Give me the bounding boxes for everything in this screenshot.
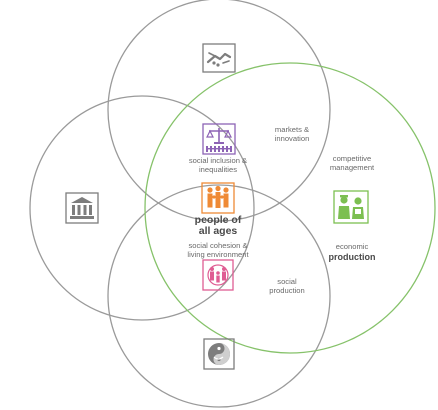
social-production-label-line1: social: [277, 277, 297, 286]
inclusion-label-line1: social inclusion &: [189, 156, 247, 165]
markets-label-line2: innovation: [275, 134, 310, 143]
core-label-line2: all ages: [199, 225, 238, 237]
social-production-label-line2: production: [269, 286, 304, 295]
yin-yang-faces-icon: [203, 338, 235, 370]
scales-fence-icon: [202, 123, 236, 155]
cohesion-label-line2: living environment: [187, 250, 249, 259]
circle-left: [29, 95, 255, 321]
core-label-line1: people of: [195, 214, 242, 226]
people-circle-icon: [202, 259, 234, 291]
cohesion-label-line1: social cohesion &: [188, 241, 247, 250]
markets-label-line1: markets &: [275, 125, 309, 134]
inclusion-label-line2: inequalities: [199, 165, 237, 174]
competitive-label-line2: management: [330, 163, 375, 172]
circle-bottom: [107, 184, 331, 408]
family-people-icon: [201, 182, 235, 214]
institution-building-icon: [65, 192, 99, 224]
competitive-label-line1: competitive: [333, 154, 371, 163]
economic-label-line1: economic: [336, 242, 369, 251]
circle-right-green: [144, 62, 436, 354]
circle-top: [107, 0, 331, 222]
handshake-icon: [202, 43, 236, 73]
workers-icon: [333, 190, 369, 224]
economic-label-line2: production: [329, 252, 376, 262]
